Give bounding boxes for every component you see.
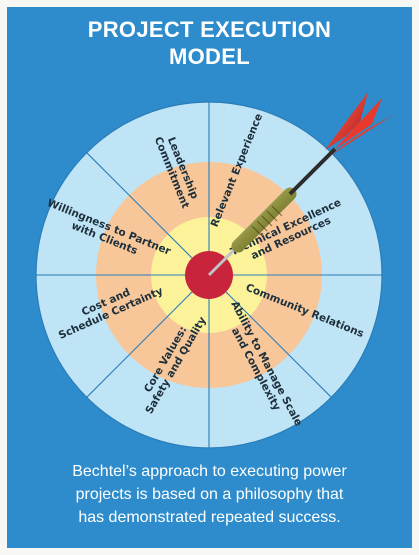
caption: Bechtel’s approach to executing power pr… — [0, 460, 419, 529]
dart-flight-center — [334, 98, 382, 150]
dart-flight-lower — [330, 115, 393, 156]
page-title: PROJECT EXECUTION MODEL — [0, 16, 419, 70]
caption-line-1: Bechtel’s approach to executing power — [72, 463, 347, 480]
dart-barrel — [231, 187, 297, 253]
caption-line-3: has demonstrated repeated success. — [78, 509, 341, 526]
title-line-2: MODEL — [169, 44, 250, 69]
title-line-1: PROJECT EXECUTION — [87, 17, 332, 42]
dart-flight-upper — [325, 92, 368, 150]
dart — [207, 92, 393, 277]
caption-line-2: projects is based on a philosophy that — [75, 486, 344, 503]
dart-shaft — [288, 147, 337, 196]
